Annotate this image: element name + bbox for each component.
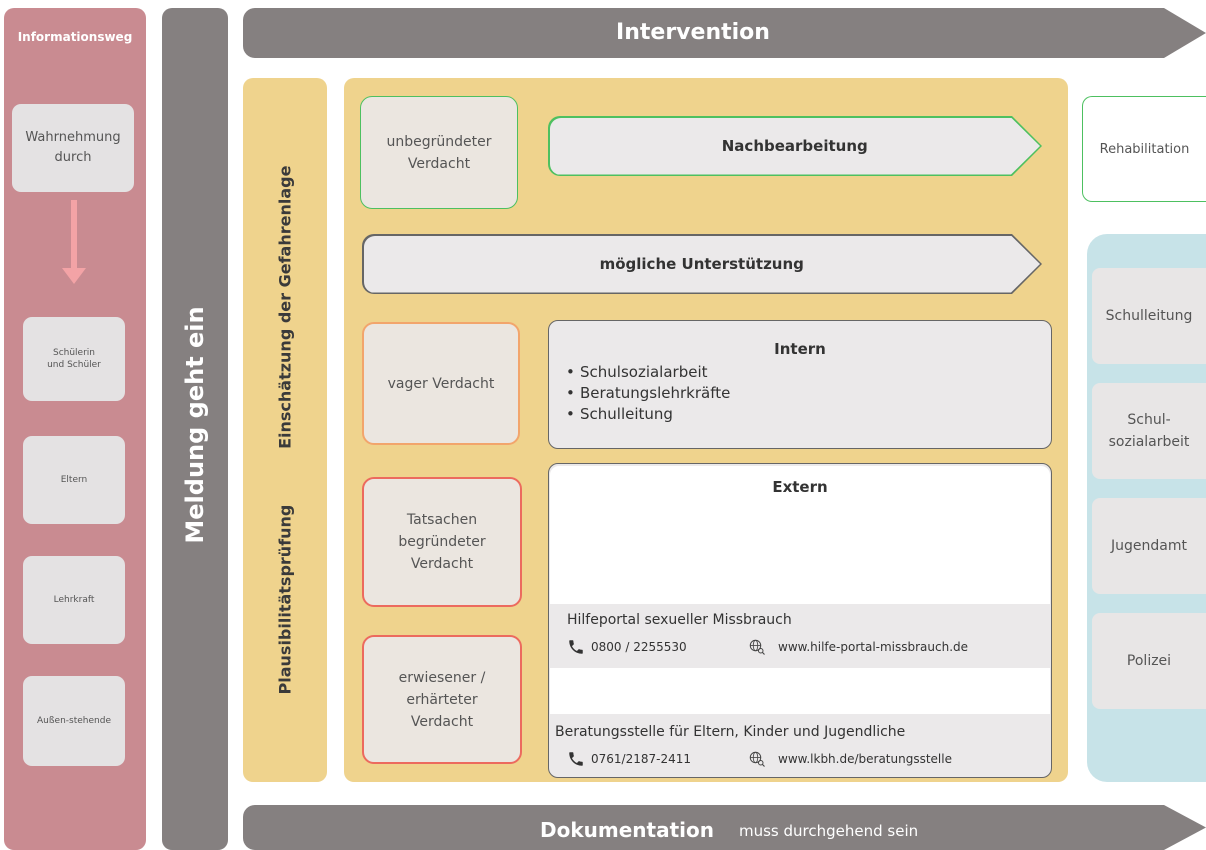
org2-name: Beratungsstelle für Eltern, Kinder und J… — [555, 724, 906, 740]
party-school-management: Schulleitung — [1092, 268, 1206, 364]
phone-icon — [569, 752, 583, 766]
party-school-social-work: Schul- sozialarbeit — [1092, 383, 1206, 479]
proven-suspicion-box: erwiesener / erhärteter Verdacht — [362, 635, 522, 764]
down-arrow-shaft — [71, 200, 77, 270]
org2-website-link[interactable]: www.lkbh.de/beratungsstelle — [778, 752, 952, 766]
rehabilitation-box: Rehabilitation — [1082, 96, 1206, 202]
followup-arrow: Nachbearbeitung — [548, 116, 1042, 176]
down-arrow-icon — [62, 268, 86, 284]
list-item: Beratungslehrkräfte — [566, 383, 730, 404]
perception-box: Wahrnehmung durch — [12, 104, 134, 192]
list-item: Schulleitung — [566, 404, 730, 425]
report-received-bar — [162, 8, 228, 850]
external-title: Extern — [772, 478, 828, 496]
risk-assessment-label: Einschätzung der Gefahrenlage — [275, 165, 295, 449]
party-youth-office: Jugendamt — [1092, 498, 1206, 594]
internal-title: Intern — [774, 340, 826, 358]
org1-phone-row: 0800 / 2255530 — [567, 638, 687, 656]
factual-suspicion-box: Tatsachen begründeter Verdacht — [362, 477, 522, 607]
globe-icon — [749, 639, 765, 655]
list-item: Schulsozialarbeit — [566, 362, 730, 383]
party-police: Polizei — [1092, 613, 1206, 709]
external-blank-strip — [550, 668, 1050, 714]
org2-phone-row: 0761/2187-2411 — [567, 750, 691, 768]
org1-name: Hilfeportal sexueller Missbrauch — [567, 612, 792, 628]
plausibility-label: Plausibilitätsprüfung Einschätzung der G… — [276, 166, 295, 695]
unfounded-suspicion-box: unbegründeter Verdacht — [360, 96, 518, 209]
support-arrow: mögliche Unterstützung — [362, 234, 1042, 294]
external-blank-area — [550, 466, 1050, 604]
source-students-box: Schülerin und Schüler — [23, 317, 125, 401]
source-parents-box: Eltern — [23, 436, 125, 524]
org1-web-row[interactable]: www.hilfe-portal-missbrauch.de — [748, 638, 968, 656]
source-outsiders-box: Außen-stehende — [23, 676, 125, 766]
org2-web-row[interactable]: www.lkbh.de/beratungsstelle — [748, 750, 952, 768]
documentation-sublabel: muss durchgehend sein — [739, 822, 919, 840]
followup-label: Nachbearbeitung — [550, 118, 1041, 175]
intervention-arrow — [243, 8, 1206, 58]
org1-phone: 0800 / 2255530 — [591, 640, 687, 654]
information-path-title: Informationsweg — [17, 30, 133, 44]
documentation-label: Dokumentation — [540, 818, 714, 842]
intervention-label: Intervention — [616, 20, 770, 45]
source-teacher-box: Lehrkraft — [23, 556, 125, 644]
globe-icon — [749, 751, 765, 767]
org2-phone: 0761/2187-2411 — [591, 752, 691, 766]
plausibility-bar — [243, 78, 327, 782]
internal-list: Schulsozialarbeit Beratungslehrkräfte Sc… — [566, 362, 730, 425]
phone-icon — [569, 640, 583, 654]
org1-website-link[interactable]: www.hilfe-portal-missbrauch.de — [778, 640, 969, 654]
report-received-label: Meldung geht ein — [181, 306, 209, 544]
vague-suspicion-box: vager Verdacht — [362, 322, 520, 445]
support-label: mögliche Unterstützung — [364, 236, 1041, 293]
plausibility-check-label: Plausibilitätsprüfung — [275, 504, 295, 695]
documentation-arrow — [243, 805, 1206, 850]
